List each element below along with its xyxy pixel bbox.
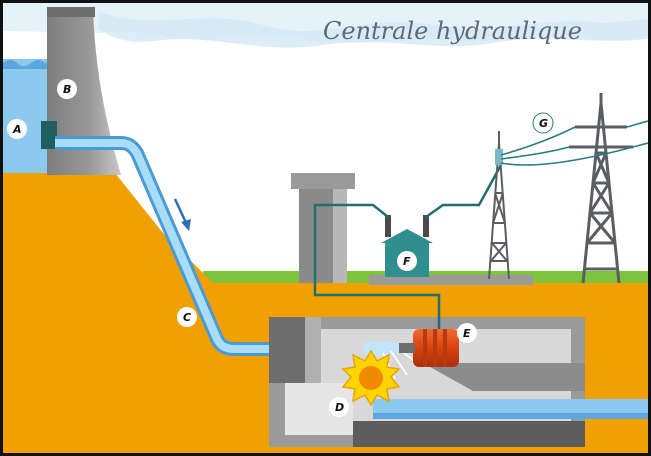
water-intake <box>41 121 57 149</box>
svg-text:G: G <box>539 117 548 130</box>
powerhouse-wall-left <box>269 317 305 383</box>
flow-arrow <box>173 198 189 226</box>
generator-ribs <box>423 329 427 367</box>
sky-wave-2 <box>99 11 648 48</box>
turbine-hub <box>359 366 383 390</box>
penstock-inner <box>55 139 423 353</box>
svg-text:F: F <box>403 255 411 268</box>
generator-shaft <box>399 343 415 353</box>
svg-text:C: C <box>183 311 191 324</box>
diagram-title: Centrale hydraulique <box>323 17 582 45</box>
transformer-base <box>369 275 533 285</box>
powerhouse-ramp <box>423 363 585 391</box>
generator-ribs-2 <box>433 329 437 367</box>
label-e: E <box>457 323 477 343</box>
powerhouse-base <box>285 383 353 435</box>
powerhouse-wall-mid <box>305 317 321 383</box>
insulator-left <box>385 215 391 237</box>
label-c: C <box>177 307 197 327</box>
generator-ribs-3 <box>443 329 447 367</box>
label-f: F <box>397 251 417 271</box>
cable-generator-to-transformer <box>313 203 441 329</box>
generator <box>399 329 459 367</box>
dam-structure <box>47 9 121 175</box>
label-a: A <box>7 119 27 139</box>
surface-building-shade <box>333 189 347 283</box>
small-pylon <box>488 131 510 280</box>
powerhouse-floor <box>353 421 585 447</box>
hydro-plant-diagram: Centrale hydraulique <box>3 3 648 453</box>
cable-transformer-to-pylon <box>425 164 503 219</box>
insulator-right <box>423 215 429 237</box>
transformer-roof <box>381 229 433 243</box>
label-d: D <box>329 397 349 417</box>
surface-building-roof <box>291 173 355 189</box>
svg-text:E: E <box>463 327 471 340</box>
large-pylon <box>569 93 633 284</box>
svg-text:D: D <box>335 401 344 414</box>
label-b: B <box>57 79 77 99</box>
transmission-lines <box>500 120 648 166</box>
label-g: G <box>532 112 554 134</box>
turbine <box>341 349 401 407</box>
reservoir-wave <box>3 60 49 69</box>
tailrace-water-dark <box>373 413 648 419</box>
reservoir-water <box>3 59 49 173</box>
flow-arrow-head <box>181 219 191 231</box>
svg-text:A: A <box>12 123 22 136</box>
svg-text:B: B <box>63 83 71 96</box>
dam-crest <box>47 7 95 17</box>
small-pylon-insulator <box>495 149 503 165</box>
